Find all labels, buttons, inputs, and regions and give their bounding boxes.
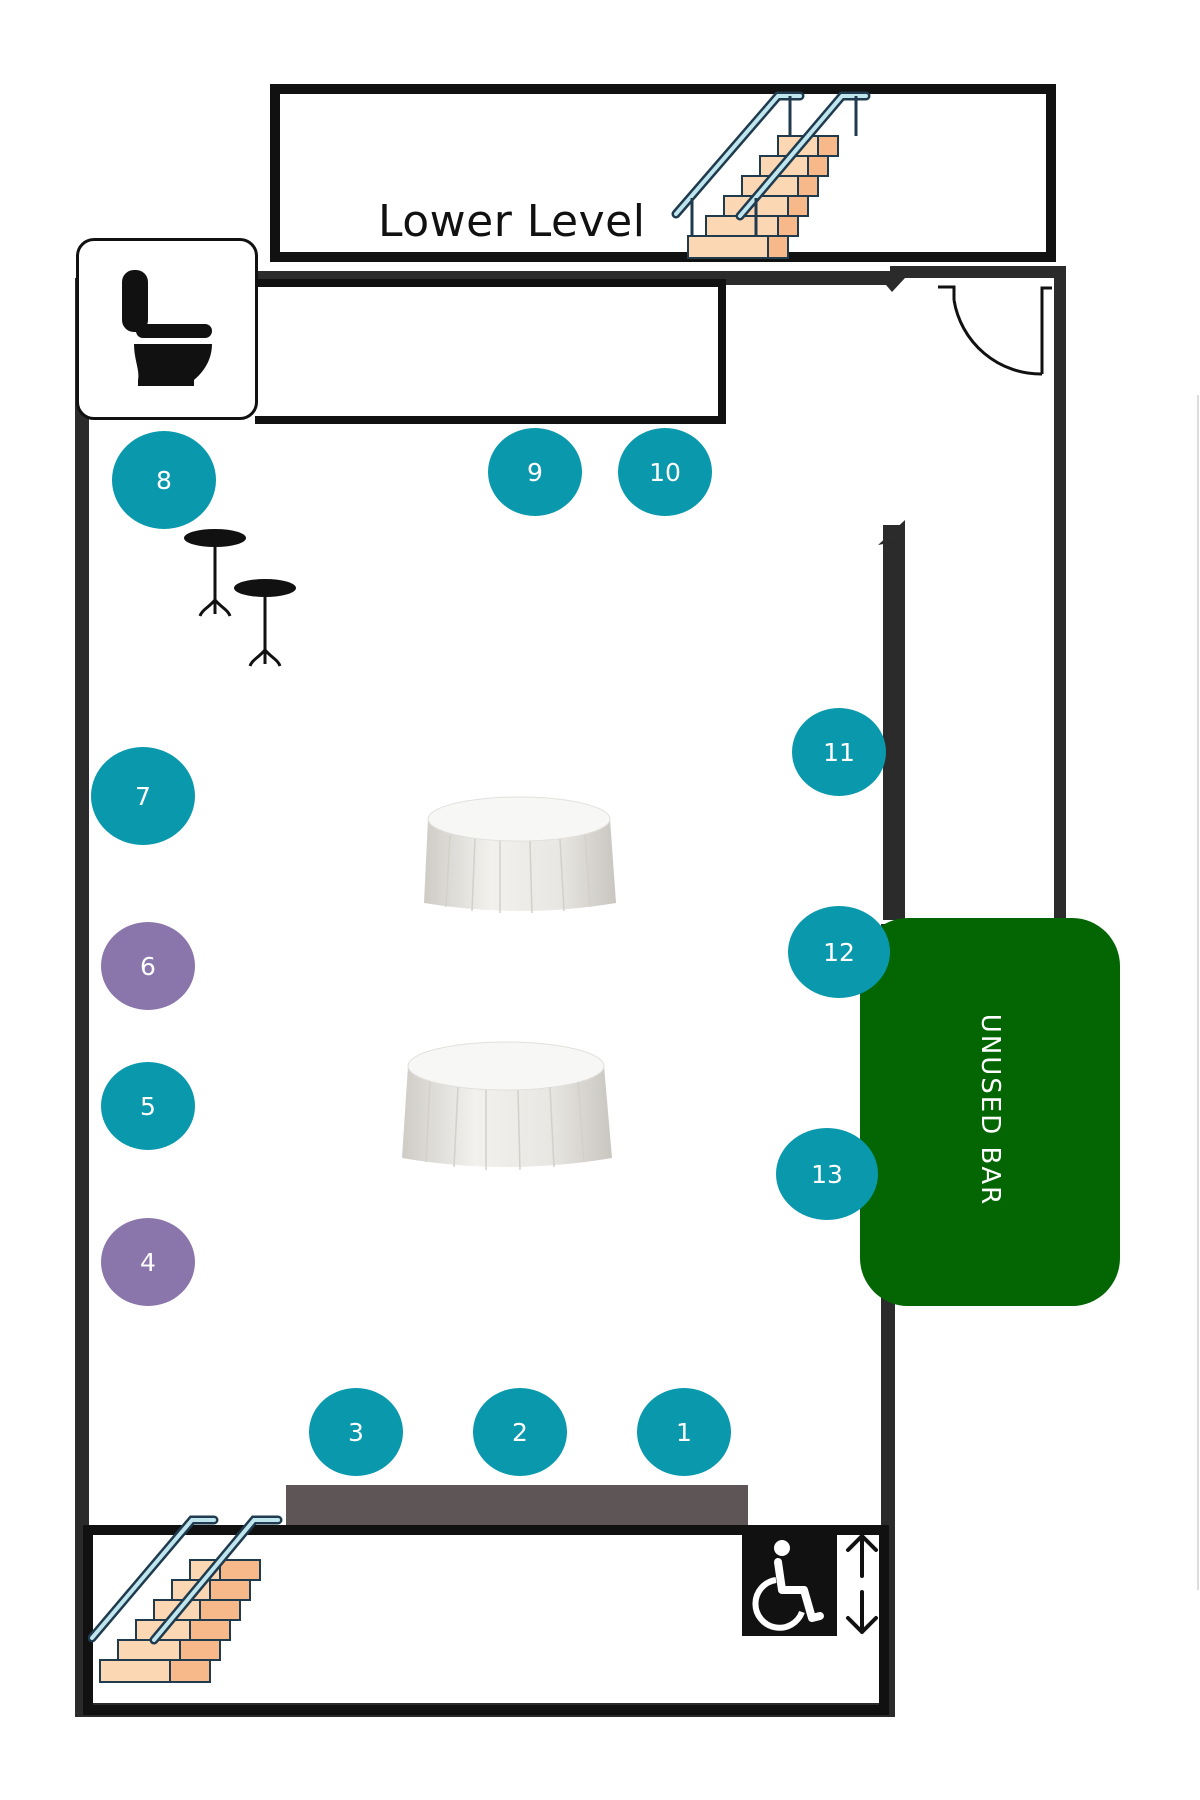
hallway-wall [255, 279, 726, 424]
seat-marker[interactable]: 6 [101, 922, 195, 1010]
seat-marker[interactable]: 4 [101, 1218, 195, 1306]
seat-marker[interactable]: 3 [309, 1388, 403, 1476]
seat-marker[interactable]: 9 [488, 428, 582, 516]
seat-marker[interactable]: 7 [91, 747, 195, 845]
seat-marker[interactable]: 2 [473, 1388, 567, 1476]
lower-level-label: Lower Level [378, 196, 646, 247]
round-table-icon [402, 1041, 612, 1171]
cocktail-table-icon [184, 529, 246, 617]
round-table-icon [424, 796, 616, 914]
stairs-icon [88, 1515, 283, 1683]
seat-marker[interactable]: 5 [101, 1062, 195, 1150]
unused-bar [860, 918, 1120, 1306]
seat-marker[interactable]: 12 [788, 906, 890, 998]
wheelchair-icon [752, 1540, 824, 1631]
up-down-arrow-icon [846, 1534, 878, 1634]
restroom [76, 238, 258, 420]
seat-marker[interactable]: 1 [637, 1388, 731, 1476]
partition-wall [883, 525, 905, 920]
seat-marker[interactable]: 10 [618, 428, 712, 516]
lower-level-box [270, 84, 1056, 262]
seat-marker[interactable]: 8 [112, 431, 216, 529]
seat-marker[interactable]: 11 [792, 708, 886, 796]
seat-marker[interactable]: 13 [776, 1128, 878, 1220]
stage [286, 1485, 748, 1525]
toilet-icon [122, 270, 212, 386]
unused-bar-label: UNUSED BAR [975, 1013, 1005, 1207]
door-icon [938, 285, 1052, 376]
entry-box [83, 1525, 889, 1715]
accessible-elevator [742, 1528, 837, 1636]
cocktail-table-icon [234, 579, 296, 667]
corridor-wall [890, 266, 1066, 920]
stairs-icon [671, 91, 871, 259]
